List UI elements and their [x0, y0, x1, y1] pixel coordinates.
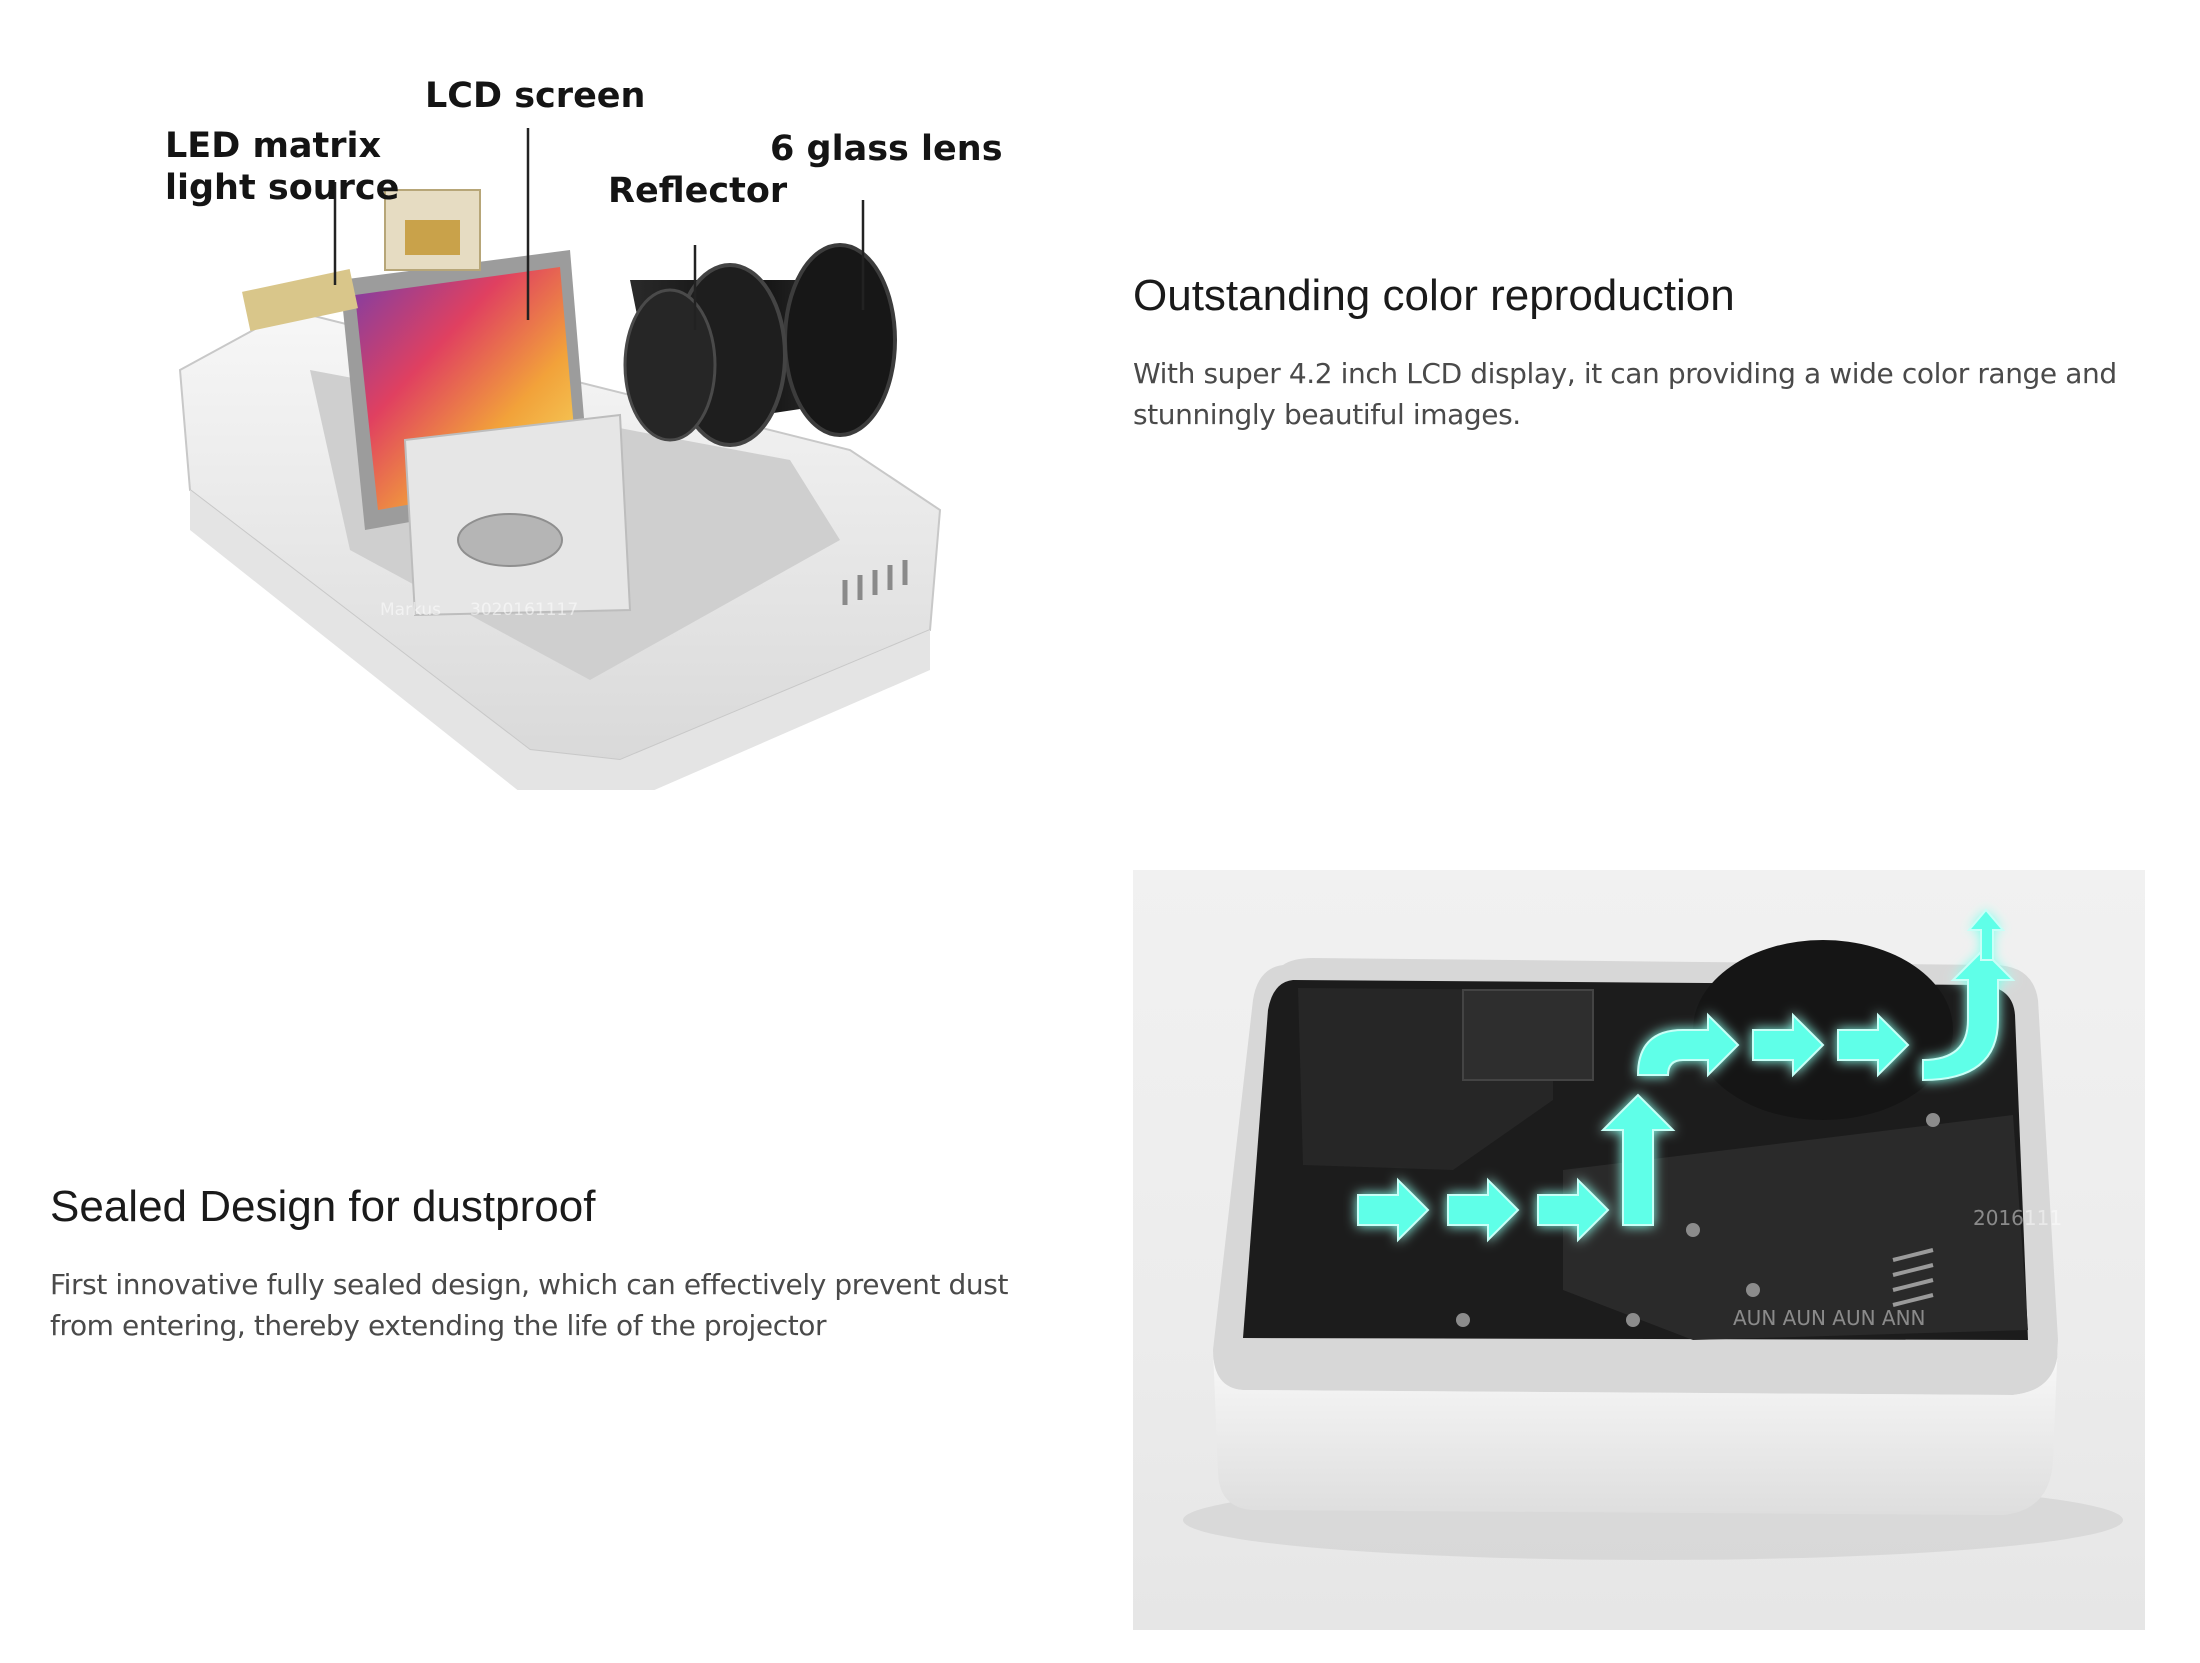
color-reproduction-text: stunningly beautiful images.: [1133, 398, 1521, 431]
color-reproduction-title: Outstanding color reproduction: [1133, 271, 1735, 320]
watermark-text: 3020161117: [470, 600, 578, 620]
sealed-housing-illustration: 2016111 AUN AUN AUN ANN: [1183, 908, 2123, 1560]
color-reproduction-text: With super 4.2 inch LCD display, it can …: [1133, 357, 2117, 390]
sealed-design-text: First innovative fully sealed design, wh…: [50, 1268, 1009, 1301]
projector-internals-illustration: Markus 3020161117: [178, 128, 942, 805]
airflow-arrows: [1357, 908, 2016, 1243]
led-light-source: [242, 189, 481, 331]
sealed-design-text: from entering, thereby extending the lif…: [50, 1309, 827, 1342]
callout-reflector: Reflector: [608, 171, 788, 211]
sealed-design-image: 2016111 AUN AUN AUN ANN: [1133, 870, 2145, 1630]
watermark-text: 2016111: [1973, 1206, 2062, 1230]
callout-glass-lens: 6 glass lens: [770, 129, 1003, 169]
watermark-text: Markus: [380, 600, 441, 620]
callout-light-source: light source: [165, 168, 400, 208]
projector-internals-image: Markus 3020161117: [150, 70, 1010, 805]
glass-lens-barrel: [623, 243, 897, 447]
callout-lcd-screen: LCD screen: [425, 76, 646, 116]
callout-led-matrix: LED matrix: [165, 126, 382, 166]
sealed-design-title: Sealed Design for dustproof: [50, 1182, 596, 1231]
watermark-text: AUN AUN AUN ANN: [1733, 1306, 1926, 1330]
